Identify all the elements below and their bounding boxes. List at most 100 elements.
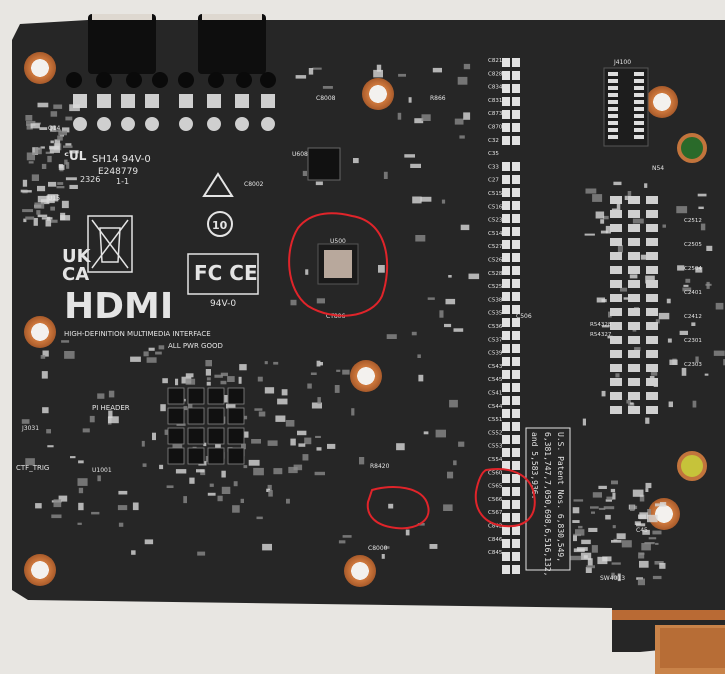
svg-text:10: 10: [212, 219, 228, 232]
ref-q14: Q14: [48, 125, 61, 132]
cap-label: C560: [488, 470, 503, 476]
ref-r866: R866: [430, 95, 446, 102]
cap-label: C828: [488, 71, 503, 77]
pi-header-label: PI HEADER: [92, 404, 130, 412]
ukca-bottom: CA: [62, 264, 89, 285]
ref-r8420: R8420: [370, 463, 390, 470]
fcc-ce-box: FC CE: [187, 253, 259, 295]
date-code: 2326: [80, 175, 100, 184]
yellow-test-point: [677, 451, 707, 481]
ref-j3031: J3031: [21, 425, 39, 432]
cap-label: R54327: [590, 332, 612, 338]
cap-label: C525: [488, 284, 503, 290]
patent-line-2: 6,381,747,7,050,698,6,516,132,: [543, 432, 552, 577]
revision: 1-1: [116, 177, 129, 186]
ref-u608: U608: [292, 151, 308, 158]
edge-copper-strip: [612, 610, 725, 620]
controller-chip: [317, 243, 359, 285]
ul-mark: ᶜUL: [64, 149, 87, 163]
ul-file: E248779: [98, 167, 138, 177]
patent-line-1: U.S. Patent Nos. 6,830,549,: [556, 432, 565, 562]
ref-c45: C45: [636, 527, 648, 534]
cap-label: C2303: [684, 362, 702, 368]
cap-label: C2504: [684, 266, 702, 272]
cap-label: C541: [488, 391, 502, 397]
cap-label: C2412: [684, 314, 702, 320]
cap-label: C565: [488, 484, 503, 490]
small-ic-u608: [307, 147, 341, 181]
cap-label: C873: [488, 111, 503, 117]
cap-label: C538: [488, 297, 503, 303]
highlight-ring-controller-chip: [288, 212, 389, 317]
cap-label: C516: [488, 204, 503, 210]
cap-label: C845: [488, 550, 503, 556]
cap-label: C514: [488, 231, 503, 237]
ref-c8002: C8002: [244, 181, 264, 188]
fcc-rating: 94V-0: [210, 299, 236, 309]
patent-box: U.S. Patent Nos. 6,830,549, 6,381,747,7,…: [525, 427, 571, 577]
cap-label: C834: [488, 85, 503, 91]
capacitor-array: [502, 58, 658, 574]
hdmi-logo: HDMI: [64, 286, 173, 327]
cap-label: C2401: [684, 290, 702, 296]
cap-label: C537: [488, 337, 503, 343]
cap-label: C35: [488, 151, 499, 157]
ukca-top: UK: [62, 246, 92, 267]
sw-label: SW4013: [600, 575, 625, 582]
cap-label: C27: [488, 178, 499, 184]
cap-label: C553: [488, 444, 503, 450]
cap-label: C545: [488, 377, 503, 383]
cap-label: C536: [488, 324, 503, 330]
annotation-rings: [288, 212, 536, 530]
cap-label: C535: [488, 311, 503, 317]
highlight-ring-capacitor-column: [474, 468, 536, 528]
weee-icon: [87, 215, 133, 273]
connector-slots: [88, 14, 266, 74]
cap-label: C2505: [684, 242, 702, 248]
cap-label: C551: [488, 417, 502, 423]
ul-rating: SH14 94V-0: [92, 154, 151, 165]
chip-label: U500: [330, 238, 346, 245]
cap-label: C566: [488, 497, 503, 503]
ref-u1001: U1001: [92, 467, 112, 474]
cap-label: C544: [488, 404, 503, 410]
cap-label: C33: [488, 164, 499, 170]
cap-label: C515: [488, 191, 503, 197]
cap-label: C2301: [684, 338, 702, 344]
svg-text:FC CE: FC CE: [194, 261, 258, 285]
cap-label: C526: [488, 258, 503, 264]
cap-label: C567: [488, 510, 503, 516]
ref-c8000: C8000: [368, 545, 388, 552]
cap-label: C539: [488, 351, 503, 357]
pcb-body: [12, 20, 725, 652]
cap-label: C842: [488, 524, 502, 530]
cap-label: C32: [488, 138, 499, 144]
via-array: [66, 72, 276, 131]
connector-j4100: [603, 67, 649, 147]
cap-label: C543: [488, 364, 503, 370]
ref-c506: C506: [516, 313, 532, 320]
ref-j4100: J4100: [613, 59, 631, 66]
cap-label: C870: [488, 125, 503, 131]
pwr-good-label: ALL PWR GOOD: [168, 342, 223, 350]
cap-label: C554: [488, 457, 503, 463]
cap-label: C831: [488, 98, 502, 104]
ref-n54: N54: [652, 165, 664, 172]
cap-label: C523: [488, 218, 503, 224]
ref-u15: U15: [48, 195, 60, 202]
cap-label: C2512: [684, 218, 702, 224]
rcm-triangle-icon: [202, 172, 234, 197]
patent-line-3: and 5,583,936.: [530, 432, 539, 499]
cap-label: R54328: [590, 322, 612, 328]
cap-label: C527: [488, 244, 503, 250]
green-test-point: [677, 133, 707, 163]
cap-label: C528: [488, 271, 503, 277]
highlight-ring-capacitor-pair: [366, 486, 430, 530]
cap-label: C552: [488, 430, 502, 436]
hdmi-tagline: HIGH-DEFINITION MULTIMEDIA INTERFACE: [64, 330, 211, 338]
rohs-circle-icon: 10: [207, 211, 233, 237]
cap-label: C846: [488, 537, 503, 543]
capacitor-labels: C821C828C834C831C873C870C32C35C33C27C515…: [488, 58, 702, 556]
